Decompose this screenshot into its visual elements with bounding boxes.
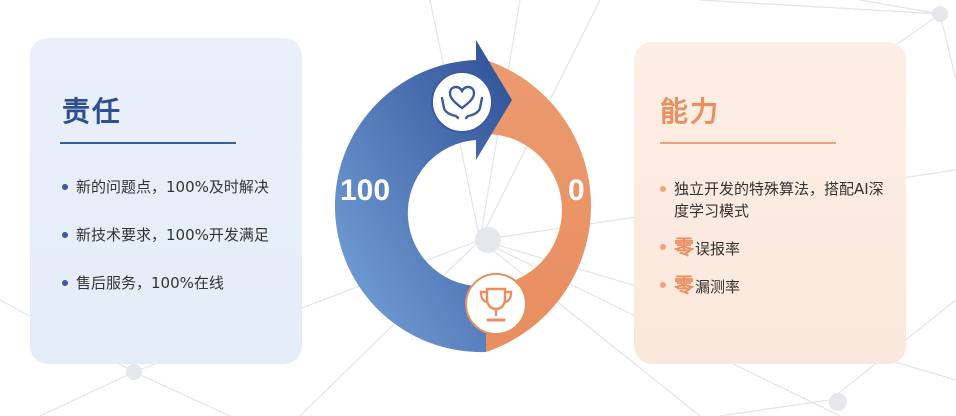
- trophy-icon: [479, 287, 513, 322]
- heart-hands-icon: [440, 85, 484, 120]
- list-item: 独立开发的特殊算法，搭配AI深度学习模式: [660, 178, 896, 222]
- bullet-icon: [660, 282, 666, 288]
- responsibility-title: 责任: [62, 95, 123, 128]
- bullet-icon: [660, 186, 666, 192]
- title-divider: [660, 142, 836, 144]
- zero-emphasis: 零: [674, 235, 694, 259]
- title-divider: [60, 142, 236, 144]
- responsibility-list: 新的问题点，100%及时解决 新技术要求，100%开发满足 售后服务，100%在…: [62, 176, 269, 320]
- bullet-icon: [62, 232, 68, 238]
- capability-list: 独立开发的特殊算法，搭配AI深度学习模式 零误报率 零漏测率: [660, 178, 896, 312]
- list-item: 新的问题点，100%及时解决: [62, 176, 269, 198]
- responsibility-card: 责任 新的问题点，100%及时解决 新技术要求，100%开发满足 售后服务，10…: [30, 38, 302, 364]
- bullet-icon: [660, 244, 666, 250]
- cycle-graphic: [334, 40, 592, 353]
- list-item: 零漏测率: [660, 274, 896, 298]
- capability-card: 能力 独立开发的特殊算法，搭配AI深度学习模式 零误报率 零漏测率: [634, 42, 906, 364]
- zero-emphasis: 零: [674, 273, 694, 297]
- capability-title: 能力: [660, 95, 721, 128]
- bullet-icon: [62, 280, 68, 286]
- list-item: 零误报率: [660, 236, 896, 260]
- left-value: 100: [340, 174, 391, 207]
- bullet-icon: [62, 184, 68, 190]
- list-item: 新技术要求，100%开发满足: [62, 224, 269, 246]
- list-item: 售后服务，100%在线: [62, 272, 269, 294]
- right-value: 0: [568, 174, 585, 207]
